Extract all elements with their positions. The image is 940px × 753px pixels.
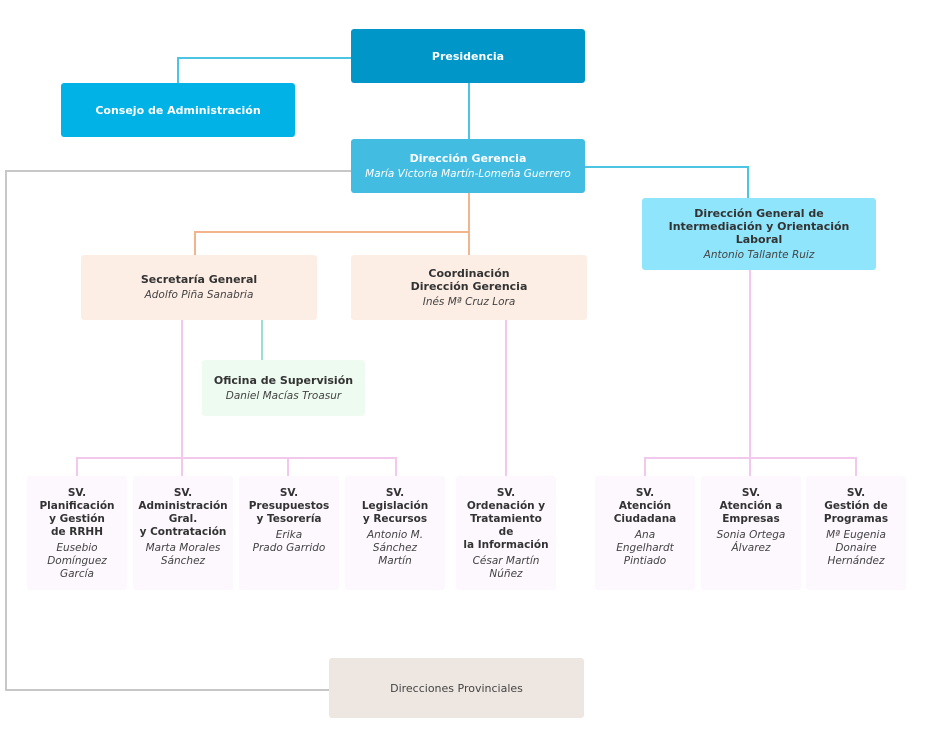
servicio-title: SV. Planificación y Gestión de RRHH — [39, 487, 115, 538]
coordinacion-name: Inés Mª Cruz Lora — [422, 295, 516, 308]
servicio-box: SV. Gestión de Programas Mª Eugenia Dona… — [806, 476, 906, 590]
servicio-box: SV. Planificación y Gestión de RRHH Euse… — [27, 476, 127, 590]
provinciales-box: Direcciones Provinciales — [329, 658, 584, 718]
servicio-box: SV. Administración Gral. y Contratación … — [133, 476, 233, 590]
coordinacion-title: Coordinación Dirección Gerencia — [410, 266, 528, 293]
intermediacion-name: Antonio Tallante Ruiz — [703, 248, 815, 261]
servicio-title: SV. Atención Ciudadana — [613, 487, 677, 525]
servicio-name: César Martín Núñez — [472, 555, 540, 580]
servicio-box: SV. Presupuestos y Tesorería Erika Prado… — [239, 476, 339, 590]
direccion-gerencia-name: María Victoria Martín-Lomeña Guerrero — [365, 167, 571, 180]
intermediacion-title: Dirección General de Intermediación y Or… — [668, 206, 850, 246]
servicio-name: Erika Prado Garrido — [252, 529, 326, 554]
servicio-box: SV. Legislación y Recursos Antonio M. Sá… — [345, 476, 445, 590]
oficina-title: Oficina de Supervisión — [213, 373, 354, 387]
intermediacion-box: Dirección General de Intermediación y Or… — [642, 198, 876, 270]
servicio-title: SV. Administración Gral. y Contratación — [138, 487, 228, 538]
line-orange-branch — [194, 231, 470, 255]
direccion-gerencia-box: Dirección Gerencia María Victoria Martín… — [351, 139, 585, 193]
servicio-title: SV. Presupuestos y Tesorería — [248, 487, 330, 525]
direccion-gerencia-title: Dirección Gerencia — [409, 151, 527, 165]
line-direccion-provinciales — [5, 170, 351, 691]
secretaria-name: Adolfo Piña Sanabria — [144, 289, 254, 301]
line-secretaria-branch — [76, 457, 397, 476]
servicio-box: SV. Ordenación y Tratamiento de la Infor… — [456, 476, 556, 590]
secretaria-box: Secretaría General Adolfo Piña Sanabria — [81, 255, 317, 320]
servicio-name: Eusebio Domínguez García — [47, 542, 107, 580]
servicio-box: SV. Atención Ciudadana Ana Engelhardt Pi… — [595, 476, 695, 590]
servicio-name: Antonio M. Sánchez Martín — [366, 529, 424, 567]
servicio-title: SV. Gestión de Programas — [823, 487, 889, 525]
oficina-name: Daniel Macías Troasur — [225, 389, 342, 402]
oficina-box: Oficina de Supervisión Daniel Macías Tro… — [202, 360, 365, 416]
presidencia-box: Presidencia — [351, 29, 585, 83]
line-direccion-intermediacion — [585, 166, 749, 198]
provinciales-title: Direcciones Provinciales — [390, 681, 523, 695]
servicio-box: SV. Atención a Empresas Sonia Ortega Álv… — [701, 476, 801, 590]
servicio-title: SV. Legislación y Recursos — [361, 487, 429, 525]
servicio-title: SV. Ordenación y Tratamiento de la Infor… — [463, 487, 549, 551]
line-presidencia-consejo — [177, 57, 351, 83]
secretaria-title: Secretaría General — [140, 273, 258, 286]
servicio-name: Ana Engelhardt Pintiado — [616, 529, 674, 567]
servicio-name: Marta Morales Sánchez — [145, 542, 221, 567]
servicio-name: Mª Eugenia Donaire Hernández — [826, 529, 886, 567]
consejo-title: Consejo de Administración — [95, 103, 261, 117]
coordinacion-box: Coordinación Dirección Gerencia Inés Mª … — [351, 255, 587, 320]
servicio-name: Sonia Ortega Álvarez — [716, 529, 786, 554]
presidencia-title: Presidencia — [431, 49, 505, 63]
servicio-title: SV. Atención a Empresas — [719, 487, 783, 525]
consejo-box: Consejo de Administración — [61, 83, 295, 137]
